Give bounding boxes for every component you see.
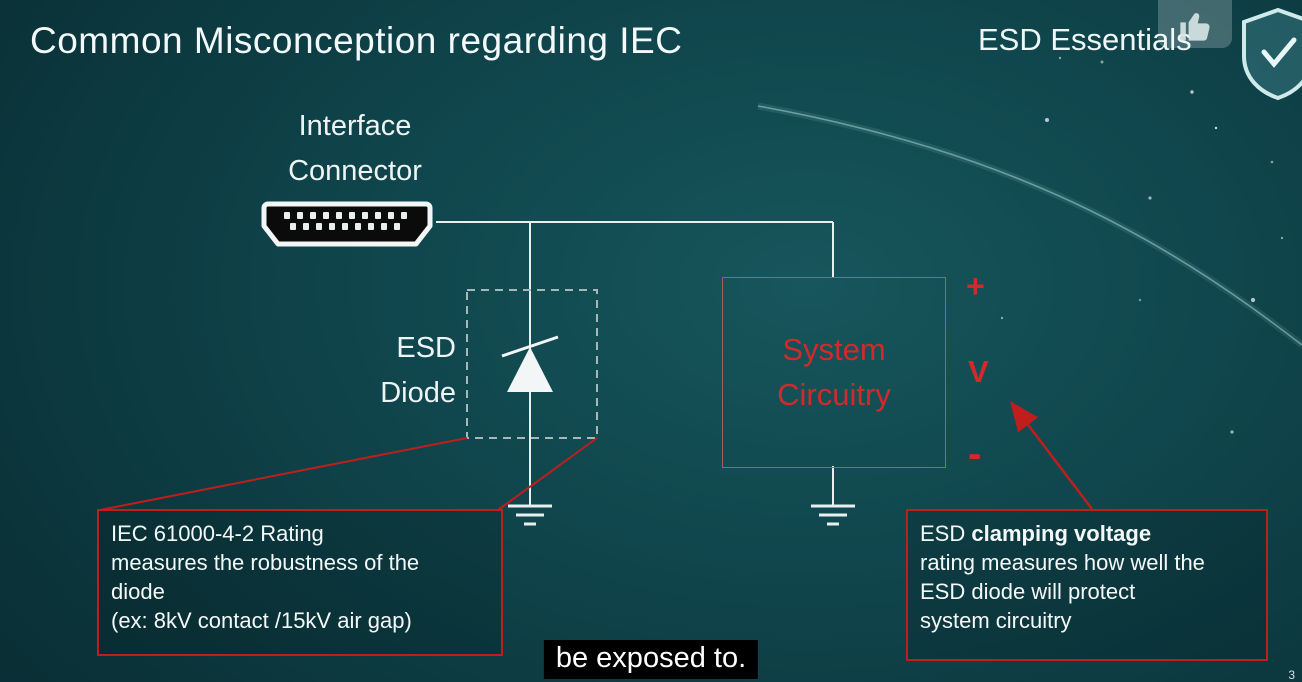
connector-label: Interface Connector [248,104,462,194]
voltage-marker: V [968,354,989,389]
iec-line2: measures the robustness of the [111,550,420,576]
ground-symbol-system [811,504,855,526]
ground-symbol-diode [508,504,552,526]
clamping-arrow [1009,401,1093,510]
sparkle-stars [1000,56,1284,434]
minus-marker: - [968,432,982,476]
hdmi-connector-icon [261,201,433,247]
iec-line1: IEC 61000-4-2 Rating [111,521,324,546]
connector-label-line2: Connector [288,154,422,187]
shield-icon [1242,7,1302,101]
esd-diode-label-line2: Diode [380,376,456,409]
clamping-line1-pre: ESD [920,521,972,546]
plus-marker: + [966,268,985,304]
system-box-line2: Circuitry [777,376,891,412]
slide-title: Common Misconception regarding IEC [30,20,683,61]
esd-diode-label-line1: ESD [396,332,456,364]
callout-leader-lines [99,437,598,511]
video-caption: be exposed to. [543,640,759,679]
connector-label-line1: Interface [298,110,412,142]
clamping-line4: system circuitry [920,608,1072,634]
esd-diode-label: ESD Diode [352,326,456,416]
hdmi-pins [284,212,407,230]
system-box-line1: System [782,331,886,367]
iec-rating-callout: IEC 61000-4-2 Rating measures the robust… [97,509,503,656]
system-circuitry-box: System Circuitry [722,277,946,468]
iec-line3: diode [111,579,165,605]
thumbs-up-icon [1180,13,1210,41]
clamping-voltage-callout: ESD clamping voltage rating measures how… [906,509,1268,661]
clamping-line3: ESD diode will protect [920,579,1136,605]
clamping-line2: rating measures how well the [920,550,1205,576]
esd-diode-symbol [501,335,559,392]
clamping-line1-bold: clamping voltage [971,521,1152,546]
thumbs-up-badge [1158,0,1232,48]
iec-line4: (ex: 8kV contact /15kV air gap) [111,608,412,634]
clamping-line1: ESD clamping voltage [920,519,1254,548]
brand-label: ESD Essentials [978,22,1192,57]
diode-dashed-box [466,289,598,439]
page-number: 3 [1288,668,1295,682]
